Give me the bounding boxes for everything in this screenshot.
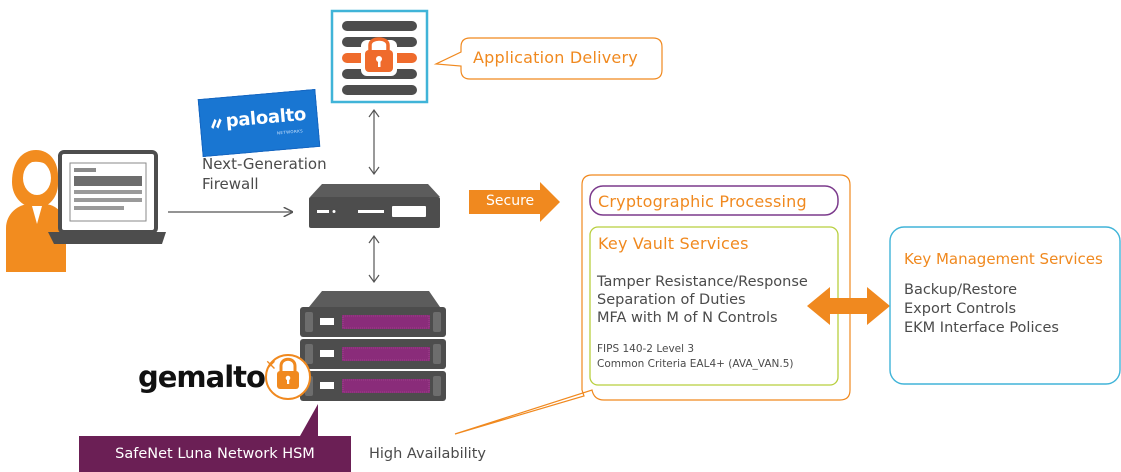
- paloalto-networks-text: NETWORKS: [276, 128, 304, 136]
- firewall-hsm-link: [368, 234, 380, 284]
- firewall-label: Next-Generation Firewall: [202, 154, 327, 194]
- cert-line: Common Criteria EAL4+ (AVA_VAN.5): [597, 358, 794, 370]
- hsm-tag-pointer: [300, 404, 318, 436]
- kms-item: Backup/Restore: [904, 282, 1018, 298]
- gemalto-logo: gemalto✕: [138, 358, 277, 394]
- paloalto-logo: paloalto NETWORKS: [197, 88, 321, 158]
- kms-items: Backup/Restore Export Controls EKM Inter…: [904, 281, 1059, 338]
- user-at-laptop-icon: [6, 150, 166, 272]
- key-management-services-label: Key Management Services: [904, 250, 1103, 268]
- key-vault-services-label: Key Vault Services: [598, 234, 749, 253]
- gemalto-star-icon: ✕: [264, 358, 277, 374]
- key-vault-item: MFA with M of N Controls: [597, 310, 778, 326]
- server-lock-icon: [330, 9, 429, 104]
- key-management-services-box: [889, 226, 1121, 385]
- key-vault-certs: FIPS 140-2 Level 3 Common Criteria EAL4+…: [597, 342, 793, 372]
- application-delivery-label: Application Delivery: [473, 48, 638, 67]
- gemalto-wordmark: gemalto: [138, 360, 266, 394]
- key-vault-items: Tamper Resistance/Response Separation of…: [597, 273, 808, 327]
- paloalto-wordmark: paloalto: [224, 103, 307, 132]
- kms-item: Export Controls: [904, 301, 1017, 317]
- bidirectional-arrow: [807, 287, 890, 325]
- large-callout: [454, 174, 851, 435]
- server-firewall-link: [368, 108, 380, 176]
- firewall-label-line-2: Firewall: [202, 175, 259, 193]
- application-delivery-callout: [433, 37, 663, 80]
- high-availability-label: High Availability: [369, 446, 486, 462]
- padlock-icon: [265, 354, 311, 400]
- cryptographic-processing-label: Cryptographic Processing: [598, 192, 807, 211]
- key-vault-item: Tamper Resistance/Response: [597, 274, 808, 290]
- firewall-appliance-icon: [309, 184, 440, 228]
- kms-item: EKM Interface Polices: [904, 320, 1059, 336]
- paloalto-mark-icon: [211, 118, 222, 130]
- cryptographic-processing-box: [589, 185, 839, 216]
- secure-label: Secure: [486, 193, 535, 209]
- cert-line: FIPS 140-2 Level 3: [597, 343, 695, 355]
- hsm-stack-icon: [300, 291, 446, 401]
- secure-arrow: [469, 182, 560, 222]
- key-vault-item: Separation of Duties: [597, 292, 746, 308]
- firewall-label-line-1: Next-Generation: [202, 155, 327, 173]
- hsm-label-tag: SafeNet Luna Network HSM: [79, 436, 351, 472]
